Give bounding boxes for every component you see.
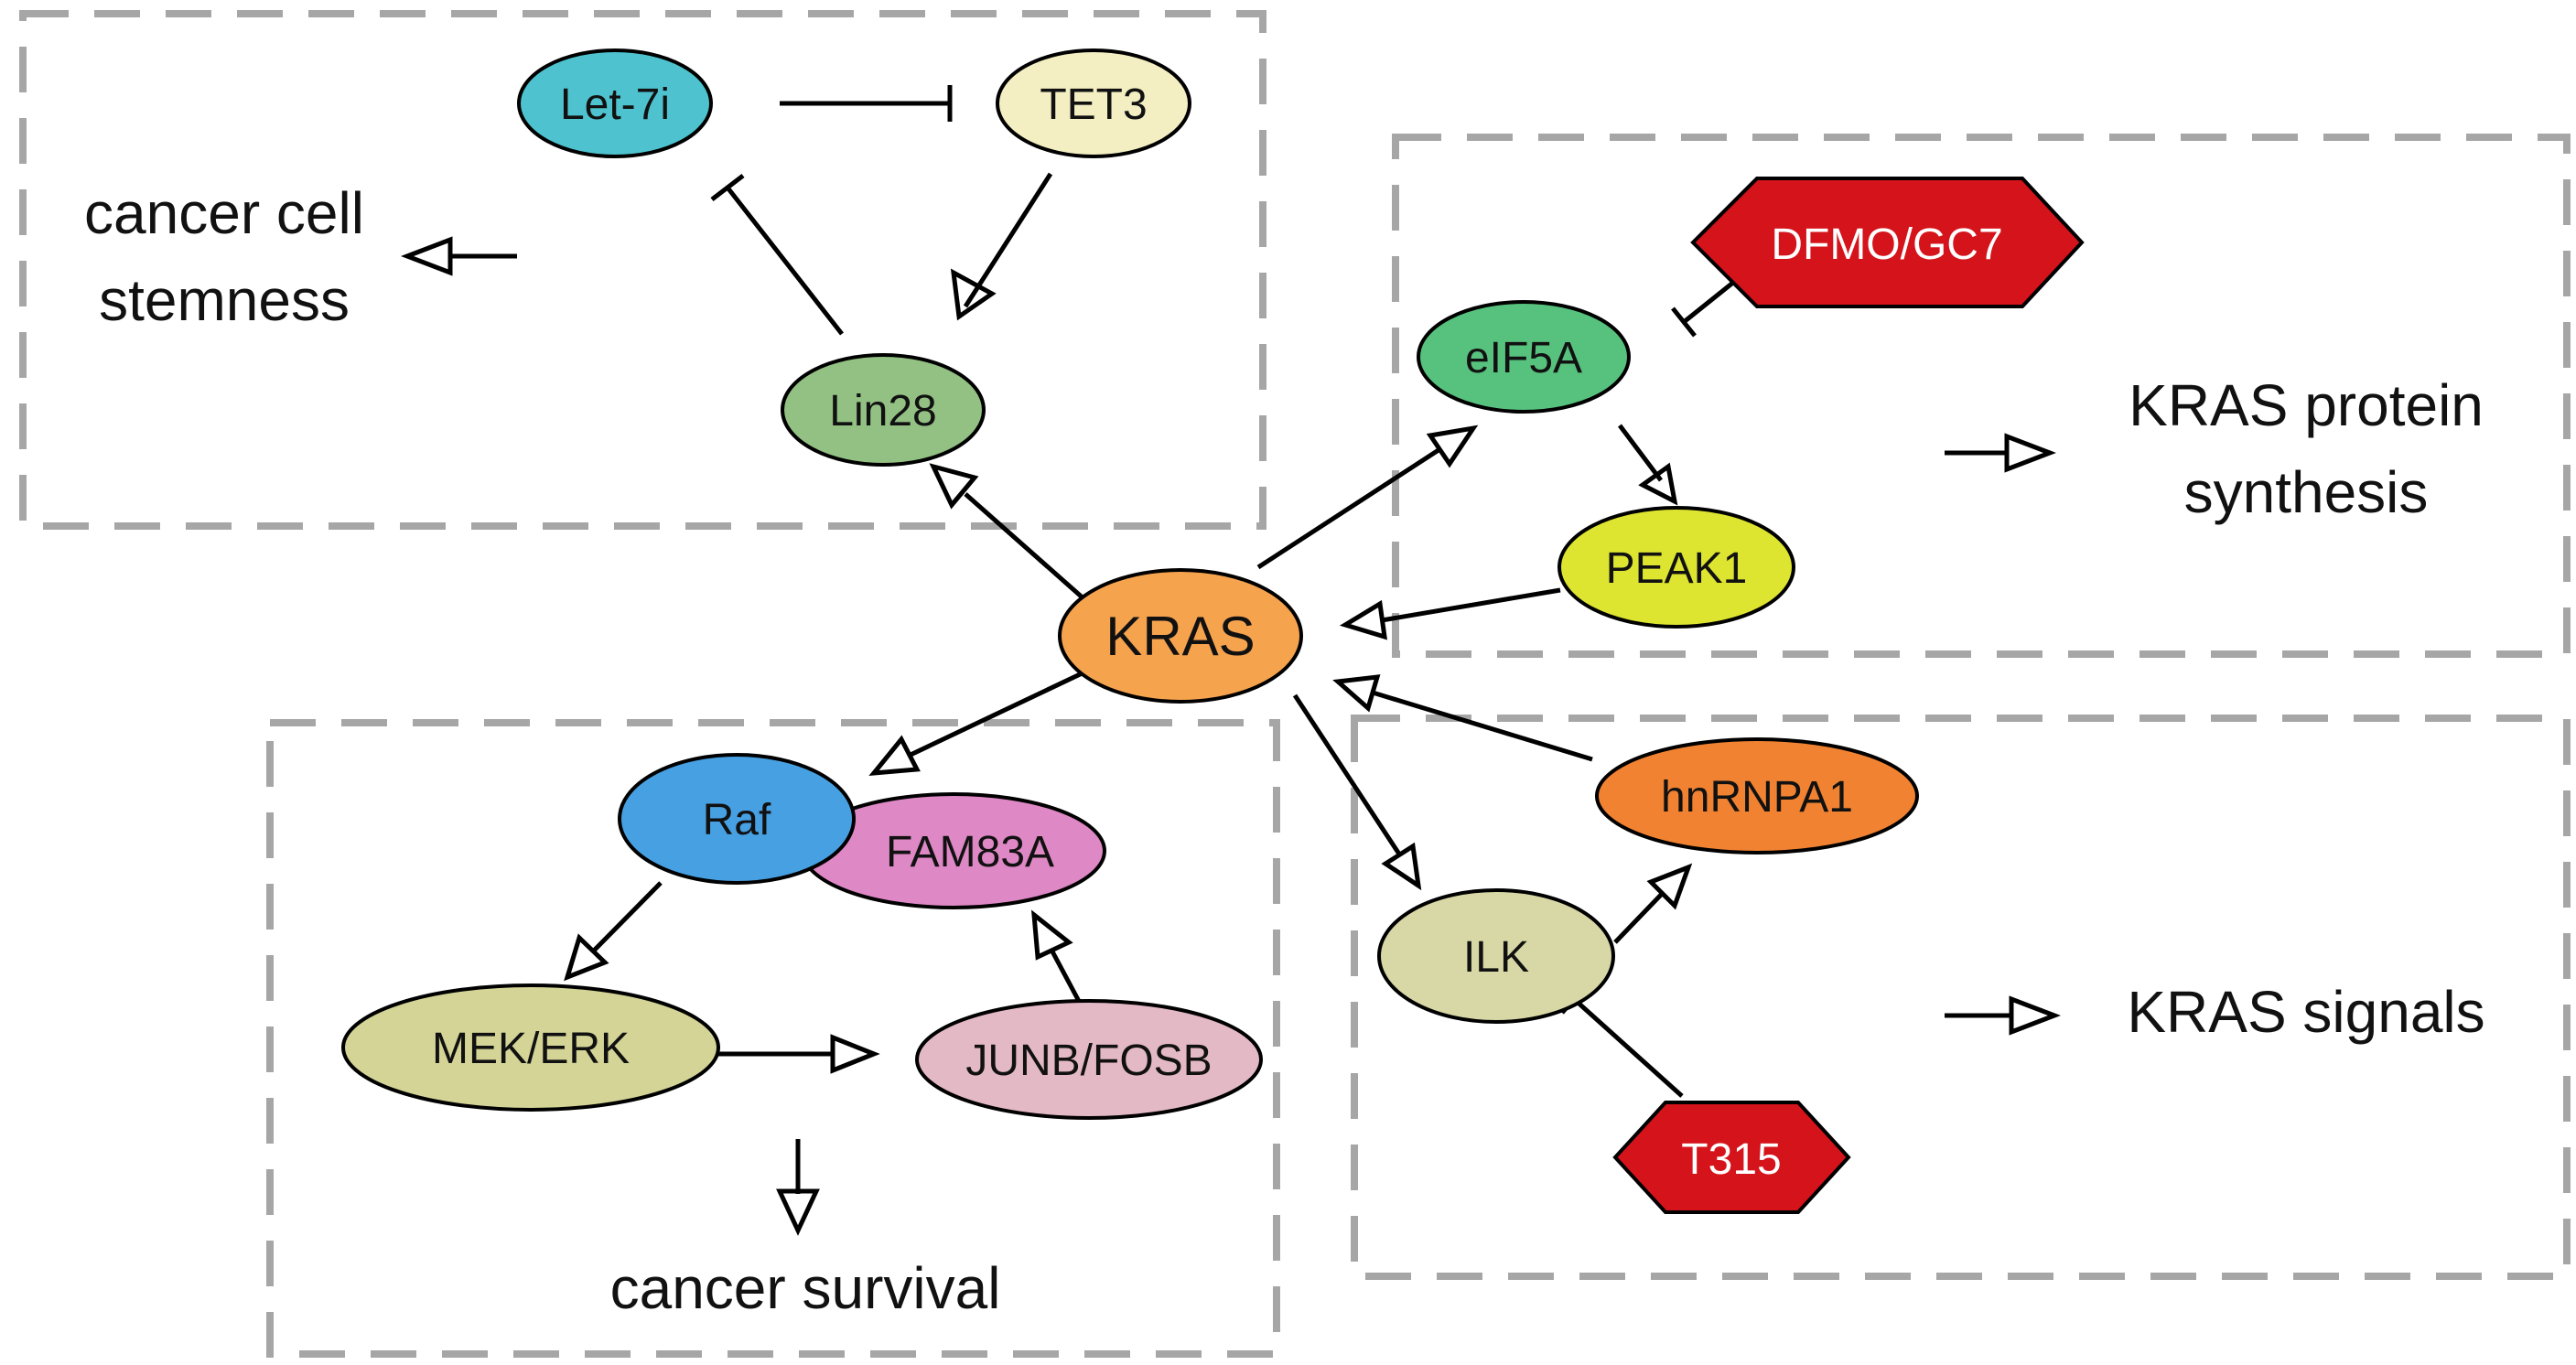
node-ilk[interactable]: ILK — [1377, 888, 1615, 1024]
node-fam83a[interactable]: FAM83A — [801, 792, 1106, 909]
outcome-stemness-line1: cancer cell — [84, 180, 364, 246]
arrowhead-hnrnpa1-kras — [1332, 674, 1381, 713]
node-eif5a[interactable]: eIF5A — [1417, 300, 1631, 414]
edge-raf-to-mekerk — [591, 881, 663, 953]
arrowhead-raf-mekerk — [564, 933, 609, 982]
outcome-survival: cancer survival — [610, 1255, 1001, 1321]
arrowhead-kras-raf — [868, 735, 921, 776]
edge-kras-to-raf — [909, 665, 1095, 758]
node-junbfosb[interactable]: JUNB/FOSB — [915, 999, 1263, 1120]
survival-region-box — [266, 719, 1280, 1358]
node-label: ILK — [1463, 933, 1529, 982]
node-label: eIF5A — [1465, 334, 1582, 382]
node-label: hnRNPA1 — [1661, 773, 1853, 822]
node-label: Let-7i — [560, 81, 670, 129]
inhibit-let7i-tet3 — [780, 85, 953, 122]
node-raf[interactable]: Raf — [618, 753, 856, 885]
edge-kras-to-lin28 — [964, 492, 1086, 601]
protein-synthesis-region-box — [1392, 134, 2571, 658]
arrowhead-tet3-lin28 — [950, 268, 997, 321]
edges — [401, 172, 2061, 1236]
node-label: PEAK1 — [1606, 544, 1748, 593]
arrowhead-peak1-kras — [1339, 599, 1388, 640]
inhibitor-t315[interactable]: T315 — [1612, 1101, 1851, 1214]
stemness-region-box — [19, 10, 1266, 530]
node-let7i[interactable]: Let-7i — [517, 48, 713, 158]
arrowhead-kras-ilk — [1381, 842, 1422, 891]
edge-peak1-to-kras — [1381, 587, 1561, 623]
edge-kras-to-eif5a — [1256, 446, 1443, 570]
arrowhead-kras-eif5a — [1426, 425, 1479, 468]
arrowhead-ilk-hnrnpa1 — [1646, 863, 1693, 910]
node-label: FAM83A — [886, 828, 1054, 876]
node-label: Raf — [703, 796, 771, 844]
outcome-protein-synthesis-line2: synthesis — [2184, 459, 2429, 525]
arrowhead-kras-lin28 — [929, 463, 979, 510]
arrowhead-junbfosb-fam83a — [1031, 909, 1073, 961]
inhibitor-dfmo-gc7[interactable]: DFMO/GC7 — [1690, 177, 2085, 308]
edge-kras-to-ilk — [1292, 693, 1403, 857]
edge-eif5a-to-peak1 — [1618, 424, 1663, 482]
signals-region-box — [1351, 715, 2571, 1280]
node-tet3[interactable]: TET3 — [996, 48, 1191, 158]
node-label: MEK/ERK — [432, 1025, 630, 1073]
arrowhead-mekerk-survival — [776, 1188, 820, 1236]
node-peak1[interactable]: PEAK1 — [1557, 506, 1795, 629]
outcome-stemness-line2: stemness — [99, 267, 350, 333]
outcome-protein-synthesis-line1: KRAS protein — [2129, 372, 2484, 438]
inhibition-edges — [710, 85, 1745, 1098]
node-label: JUNB/FOSB — [965, 1037, 1212, 1085]
outcome-signals: KRAS signals — [2127, 979, 2484, 1045]
inhibit-lin28-let7i — [710, 174, 844, 336]
node-kras[interactable]: KRAS — [1058, 568, 1303, 704]
node-mekerk[interactable]: MEK/ERK — [341, 983, 720, 1112]
inhibitor-label: T315 — [1681, 1135, 1781, 1184]
arrowhead-eif5a-peak1 — [1638, 462, 1678, 506]
edge-junbfosb-to-fam83a — [1050, 950, 1084, 1008]
inhibitor-label: DFMO/GC7 — [1771, 220, 2002, 269]
node-label: Lin28 — [829, 387, 936, 435]
edge-hnrnpa1-to-kras — [1372, 690, 1593, 762]
arrowhead-to-protein-synthesis — [2004, 433, 2056, 473]
node-lin28[interactable]: Lin28 — [781, 353, 986, 467]
node-label: KRAS — [1105, 606, 1255, 667]
node-label: TET3 — [1040, 81, 1147, 129]
edge-ilk-to-hnrnpa1 — [1613, 890, 1665, 944]
arrowhead-to-signals — [2009, 995, 2061, 1036]
arrowhead-to-stemness — [401, 236, 453, 276]
node-hnrnpa1[interactable]: hnRNPA1 — [1595, 737, 1919, 854]
arrowhead-mekerk-junbfosb — [830, 1034, 880, 1074]
